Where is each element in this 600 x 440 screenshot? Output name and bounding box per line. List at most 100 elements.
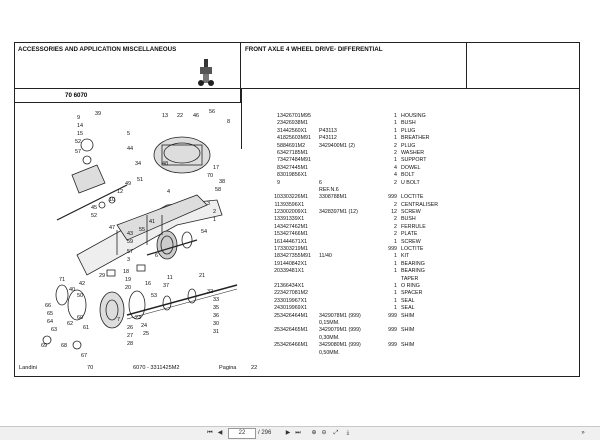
parts-pn: 3019969X1: [280, 305, 308, 312]
last-page-icon[interactable]: ⏭: [295, 430, 301, 436]
parts-desc: KIT: [401, 253, 410, 260]
parts-qty: 1: [394, 238, 397, 245]
parts-pn: 1825603M91: [280, 135, 311, 142]
footer-page-number: 22: [251, 365, 258, 371]
parts-desc: PLATE: [401, 231, 418, 238]
svg-text:69: 69: [41, 343, 47, 349]
parts-row: 0,15MM.: [270, 320, 580, 327]
parts-alt: P43112: [319, 135, 337, 142]
parts-row: REF.N.6: [270, 187, 580, 194]
svg-text:57: 57: [127, 249, 133, 255]
parts-desc: SHIM: [401, 342, 415, 349]
svg-text:3: 3: [127, 257, 130, 263]
parts-no: 1: [277, 113, 280, 119]
exploded-diagram: 56 39 8 52 57 5 13 22 46 44 48 9 34 14 1…: [41, 109, 238, 359]
svg-text:21: 21: [199, 273, 205, 279]
page-total: / 296: [258, 430, 272, 436]
parts-alt: 0,15MM.: [319, 319, 340, 326]
group-header: FRONT AXLE 4 WHEEL DRIVE- DIFFERENTIAL: [241, 43, 467, 89]
parts-desc: SHIM: [401, 327, 415, 334]
svg-text:31: 31: [213, 329, 219, 335]
parts-qty: 1: [394, 253, 397, 260]
parts-no: 20: [274, 268, 280, 275]
page-number-input[interactable]: 22: [228, 428, 256, 439]
parts-no: 8: [277, 164, 280, 171]
parts-qty: 1: [394, 157, 397, 164]
svg-text:35: 35: [213, 305, 219, 311]
parts-pn: 3426464M1: [280, 312, 308, 319]
parts-no: 15: [274, 231, 280, 238]
svg-text:52: 52: [91, 213, 97, 219]
svg-text:58: 58: [215, 187, 221, 193]
svg-text:45: 45: [91, 205, 97, 211]
svg-text:54: 54: [201, 229, 207, 235]
prev-page-icon[interactable]: ◀: [217, 430, 223, 436]
svg-text:57: 57: [75, 149, 81, 155]
next-page-icon[interactable]: ▶: [285, 430, 291, 436]
parts-no: 11: [274, 201, 281, 208]
parts-desc: O RING: [401, 282, 420, 289]
svg-text:38: 38: [219, 179, 225, 185]
parts-alt: 3429400M1 (2): [319, 142, 355, 149]
parts-desc: SUPPORT: [401, 157, 427, 164]
parts-desc: PLUG: [401, 127, 416, 134]
parts-pn: 3019856X1: [280, 172, 308, 179]
svg-text:12: 12: [117, 189, 123, 195]
svg-text:4: 4: [167, 189, 170, 195]
parts-desc: SCREW: [401, 238, 421, 245]
parts-qty: 4: [394, 172, 397, 179]
parts-no: 25: [274, 342, 280, 349]
parts-alt: 3429079M1 (999): [319, 327, 361, 334]
svg-text:28: 28: [127, 341, 133, 347]
svg-text:22: 22: [177, 113, 183, 119]
svg-text:48: 48: [162, 161, 168, 167]
parts-no: 12: [274, 209, 280, 216]
svg-text:6: 6: [155, 253, 158, 259]
parts-qty: 2: [394, 216, 397, 223]
svg-text:24: 24: [141, 323, 147, 329]
svg-text:53: 53: [151, 293, 157, 299]
menu-icon[interactable]: »: [581, 430, 585, 436]
parts-no: 5: [277, 142, 280, 149]
svg-text:15: 15: [77, 131, 83, 137]
parts-no: 9: [277, 179, 280, 186]
parts-desc: FERRULE: [401, 223, 426, 230]
svg-text:44: 44: [127, 146, 133, 152]
svg-text:62: 62: [67, 321, 73, 327]
zoom-out-icon[interactable]: ⊖: [321, 430, 327, 436]
parts-pn: 3427462M1: [280, 223, 308, 230]
svg-text:20: 20: [125, 285, 131, 291]
zoom-in-icon[interactable]: ⊕: [311, 430, 317, 436]
footer-group: 70: [87, 365, 94, 371]
parts-qty: 1: [394, 297, 397, 304]
parts-pn: 366434X1: [280, 282, 305, 289]
page-footer: Landini 70 6070 - 3311425M2 Pagina 22: [15, 362, 579, 376]
parts-qty: 1: [394, 260, 397, 267]
parts-qty: 999: [388, 194, 397, 201]
svg-text:42: 42: [79, 281, 85, 287]
fullscreen-icon[interactable]: ⤢: [333, 430, 339, 436]
parts-qty: 1: [394, 127, 397, 134]
svg-text:43: 43: [127, 231, 133, 237]
svg-text:56: 56: [209, 109, 215, 115]
svg-text:66: 66: [45, 303, 51, 309]
download-icon[interactable]: ⤓: [346, 430, 350, 436]
svg-text:60: 60: [77, 315, 83, 321]
parts-row: TAPER: [270, 276, 580, 283]
first-page-icon[interactable]: ⏮: [207, 430, 213, 436]
